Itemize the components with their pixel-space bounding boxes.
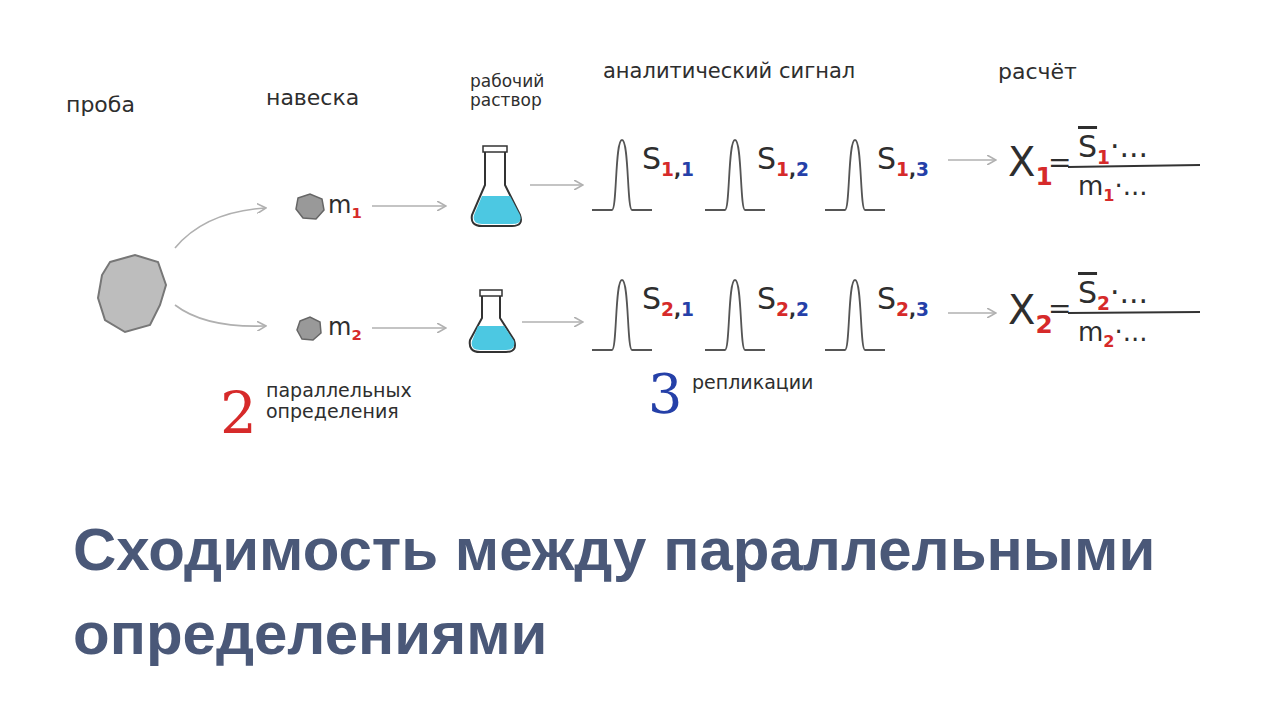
signal-peak — [705, 140, 765, 210]
sample-rock — [98, 255, 166, 332]
result-label: X2 — [1008, 288, 1053, 338]
formula-numerator: S1·... — [1078, 130, 1148, 168]
mass-label: m1 — [328, 192, 362, 222]
count-number: 3 — [648, 365, 682, 424]
signal-label: S1,3 — [877, 142, 929, 180]
formula-denominator: m2·... — [1078, 318, 1148, 350]
fraction-bar — [1068, 165, 1200, 167]
signal-label: S1,2 — [757, 142, 809, 180]
count-number: 2 — [220, 382, 257, 446]
fraction-bar — [1068, 312, 1200, 313]
signal-label: S2,3 — [877, 282, 929, 320]
signal-label: S2,2 — [757, 282, 809, 320]
count-label: параллельных определения — [266, 380, 456, 422]
signal-label: S1,1 — [642, 142, 694, 180]
formula-denominator: m1·... — [1078, 172, 1148, 204]
count-label: репликации — [692, 372, 813, 393]
equals-sign: = — [1048, 294, 1071, 325]
stage-label: навеска — [266, 86, 359, 110]
stage-label: аналитический сигнал — [603, 60, 855, 83]
portion-1 — [296, 194, 324, 219]
equals-sign: = — [1048, 148, 1071, 179]
signal-peak — [825, 280, 885, 350]
signal-label: S2,1 — [642, 282, 694, 320]
formula-numerator: S2·... — [1078, 276, 1148, 314]
mass-label: m2 — [328, 314, 362, 344]
flask-2 — [470, 290, 515, 352]
stage-label: расчёт — [998, 60, 1077, 84]
stage-label: проба — [66, 93, 135, 117]
result-label: X1 — [1008, 140, 1053, 190]
signal-peaks — [592, 140, 885, 350]
portion-2 — [297, 317, 321, 340]
flow-arrows — [175, 160, 995, 328]
signal-peak — [825, 140, 885, 210]
signal-peak — [705, 280, 765, 350]
flask-1 — [472, 146, 521, 226]
stage-label: рабочий раствор — [470, 72, 560, 109]
title: Сходимость между параллельными определен… — [73, 508, 1253, 676]
